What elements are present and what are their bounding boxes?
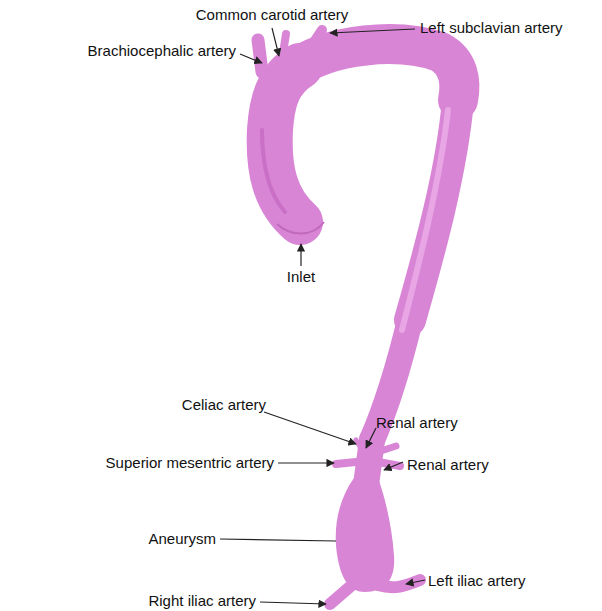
shading <box>402 110 448 330</box>
part-label: Left iliac artery <box>428 572 526 590</box>
shading <box>262 130 285 212</box>
part-label: Aneurysm <box>148 530 216 548</box>
part-label: Left subclavian artery <box>420 19 563 37</box>
part-label: Renal artery <box>376 414 458 432</box>
part-label: Inlet <box>287 268 315 286</box>
aorta-body <box>258 30 459 604</box>
part-label: Celiac artery <box>182 396 266 414</box>
aneurysm-sac <box>336 478 395 592</box>
part-label: Renal artery <box>407 456 489 474</box>
part-label: Superior mesentric artery <box>106 454 274 472</box>
part-label: Brachiocephalic artery <box>88 42 236 60</box>
inlet-rim <box>277 222 324 234</box>
part-label: Right iliac artery <box>148 592 256 610</box>
part-label: Common carotid artery <box>196 6 349 24</box>
leader-lines <box>220 28 425 604</box>
